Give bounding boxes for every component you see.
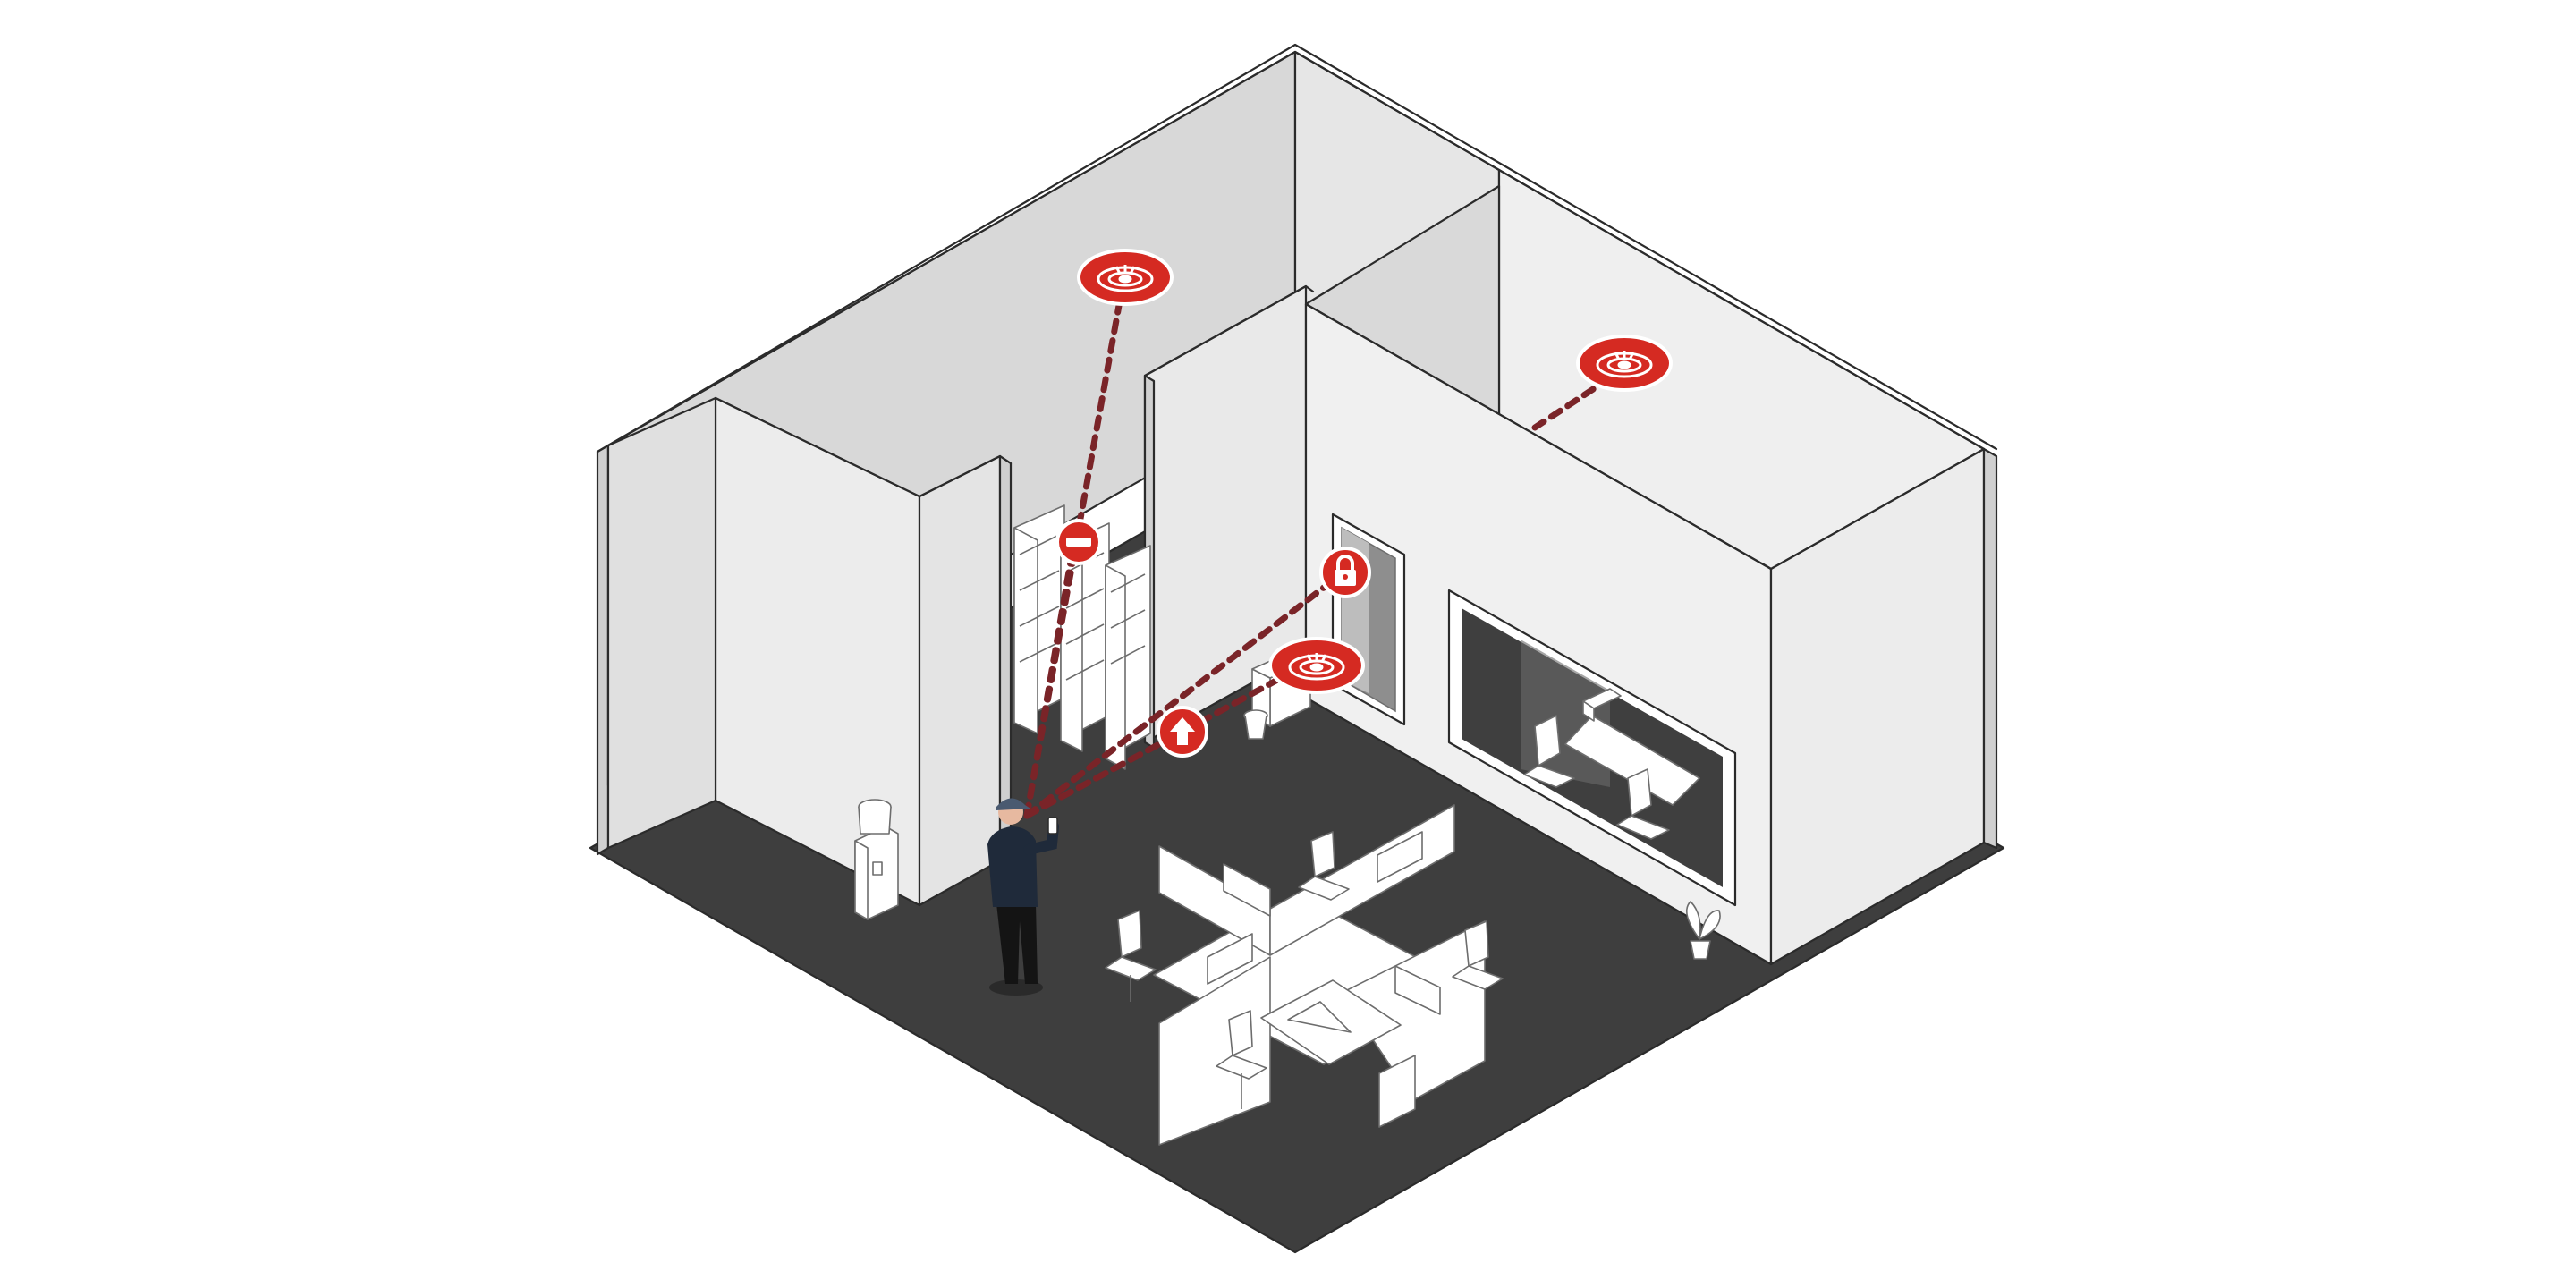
phone-icon [1048, 818, 1057, 834]
waste-bin [1244, 710, 1267, 739]
access-denied-marker[interactable] [1057, 521, 1100, 564]
door-lock-marker[interactable] [1321, 548, 1369, 597]
no-entry-icon [1066, 538, 1091, 547]
smoke-detector-conference-room[interactable] [1578, 336, 1671, 390]
exit-route-marker[interactable] [1158, 708, 1207, 756]
smoke-detector-office[interactable] [1270, 639, 1363, 692]
smoke-detector-server-room[interactable] [1079, 250, 1172, 304]
